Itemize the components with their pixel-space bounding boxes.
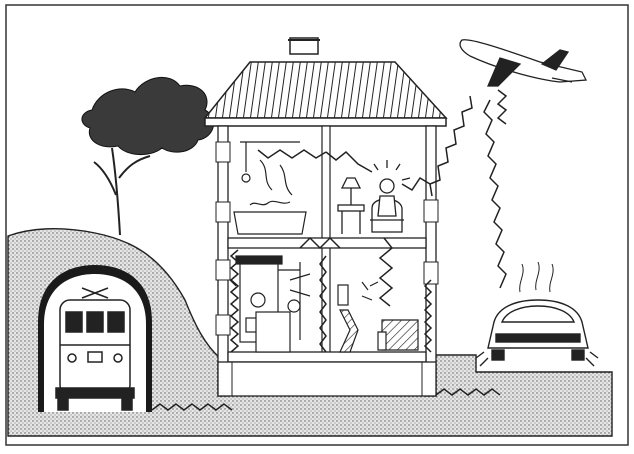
bathtub xyxy=(234,212,306,234)
tram xyxy=(56,288,134,410)
armchair xyxy=(382,320,418,350)
